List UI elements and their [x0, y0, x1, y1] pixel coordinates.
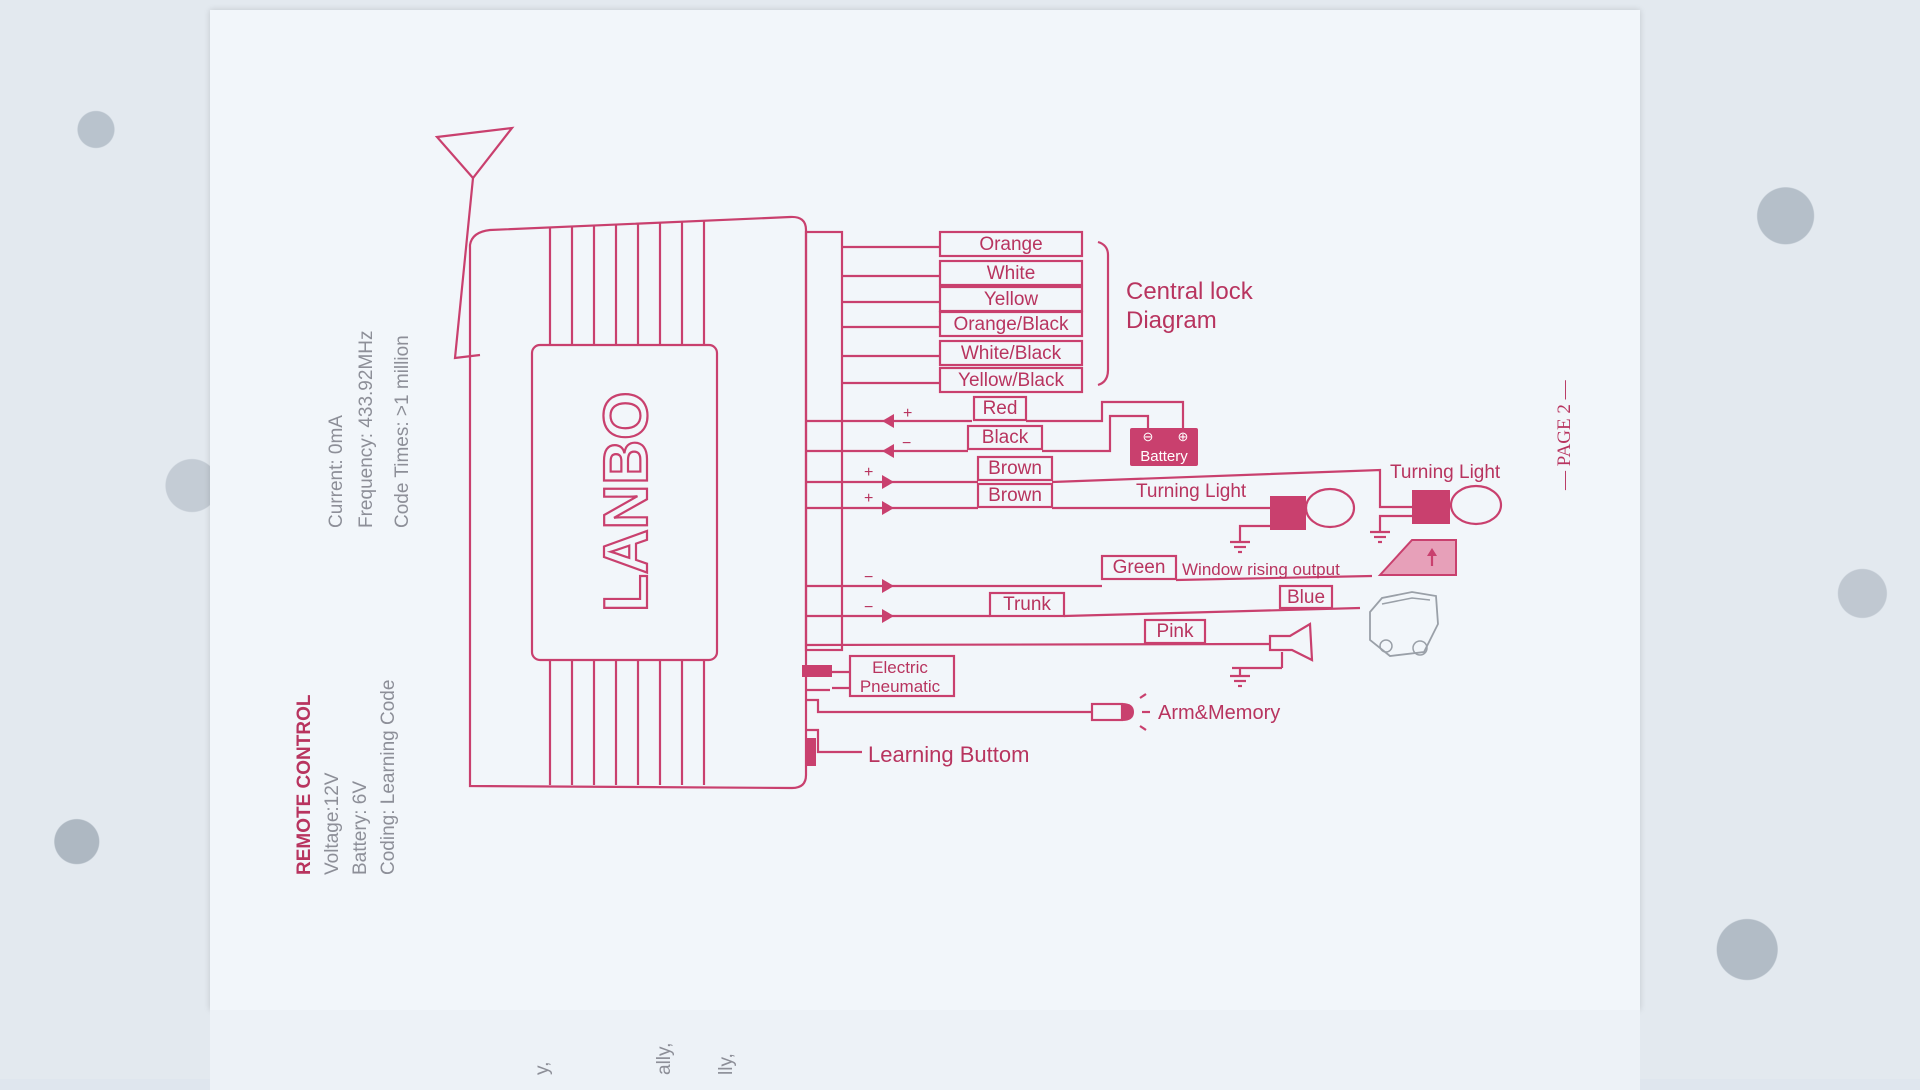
turning-light-right-label: Turning Light: [1390, 462, 1501, 483]
wire-label-brown-1: Brown: [988, 458, 1042, 479]
battery-spec: Battery: 6V: [350, 781, 371, 875]
wire-label-green: Green: [1113, 557, 1166, 578]
arm-memory: Arm&Memory: [806, 693, 1280, 731]
svg-text:−: −: [902, 435, 911, 452]
svg-text:−: −: [864, 599, 873, 616]
remote-control-heading: REMOTE CONTROL: [294, 694, 315, 875]
window-output: − Green Window rising output: [806, 539, 1457, 593]
wire-label-yellow-black: Yellow/Black: [958, 370, 1064, 391]
central-lock-subtitle: Diagram: [1126, 307, 1217, 334]
wire-label-black: Black: [982, 427, 1029, 448]
antenna-icon: [434, 126, 515, 360]
trunk-output: − Trunk Blue: [806, 584, 1439, 657]
voltage-spec: Voltage:12V: [322, 772, 343, 875]
svg-text:⊖: ⊖: [1143, 429, 1154, 444]
wire-label-brown-2: Brown: [988, 485, 1042, 506]
learning-button-group: Learning Buttom: [806, 728, 1029, 767]
turning-light-left-label: Turning Light: [1136, 481, 1247, 502]
wire-label-white: White: [987, 263, 1036, 284]
code-times-spec: Code Times: >1 million: [392, 335, 413, 528]
window-icon: [1377, 539, 1457, 576]
wire-label-yellow: Yellow: [984, 289, 1039, 310]
arm-memory-label: Arm&Memory: [1158, 702, 1280, 724]
control-unit: LANBO: [468, 215, 844, 790]
car-trunk-icon: [1369, 591, 1439, 657]
turning-light-left-icon: [1230, 487, 1356, 554]
wire-label-orange-black: Orange/Black: [953, 314, 1069, 335]
siren-icon: [1230, 622, 1314, 688]
lock-mode-selector: Electric Pneumatic: [802, 654, 956, 698]
window-rising-label: Window rising output: [1182, 560, 1340, 579]
brand-logo: LANBO: [592, 392, 661, 612]
electric-label: Electric: [872, 658, 928, 677]
remote-control-specs: REMOTE CONTROL Voltage:12V Battery: 6V C…: [294, 331, 413, 876]
manual-page: [210, 10, 1640, 1010]
frequency-spec: Frequency: 433.92MHz: [356, 331, 377, 529]
page-number: — PAGE 2 —: [1554, 379, 1575, 491]
learning-button-label: Learning Buttom: [868, 742, 1029, 767]
pneumatic-label: Pneumatic: [860, 677, 941, 696]
central-lock-title: Central lock: [1126, 278, 1254, 305]
wire-label-white-black: White/Black: [961, 343, 1062, 364]
led-icon: [1090, 693, 1150, 731]
wire-label-blue: Blue: [1287, 587, 1325, 608]
wire-label-pink: Pink: [1157, 621, 1194, 642]
current-spec: Current: 0mA: [326, 415, 347, 528]
battery-icon: ⊖ ⊕ Battery: [1130, 428, 1198, 466]
turning-light-wires: Brown + Brown + Brown Turning Light Turn…: [806, 455, 1503, 554]
fragment-2: ally,: [654, 1043, 675, 1075]
central-lock-wires: Orange White Yellow Orange/Black White/B…: [842, 230, 1254, 394]
svg-text:⊕: ⊕: [1178, 429, 1189, 444]
battery-label: Battery: [1140, 448, 1188, 465]
fragment-1: y,: [532, 1062, 553, 1075]
power-wires: + Red − Black ⊖ ⊕ Battery: [806, 395, 1198, 466]
central-lock-bracket: [1097, 240, 1110, 387]
coding-spec: Coding: Learning Code: [378, 680, 399, 875]
svg-text:+: +: [864, 490, 873, 507]
next-page-edge: [210, 1010, 1640, 1090]
turning-light-right-icon: [1370, 484, 1503, 544]
wire-label-orange: Orange: [979, 234, 1042, 255]
svg-text:−: −: [864, 569, 873, 586]
siren-output: Pink: [805, 618, 1314, 688]
svg-text:+: +: [864, 464, 873, 481]
wire-label-trunk: Trunk: [1003, 594, 1051, 615]
wire-label-red: Red: [983, 398, 1018, 419]
fragment-3: lly,: [716, 1053, 737, 1075]
svg-text:+: +: [903, 405, 912, 422]
